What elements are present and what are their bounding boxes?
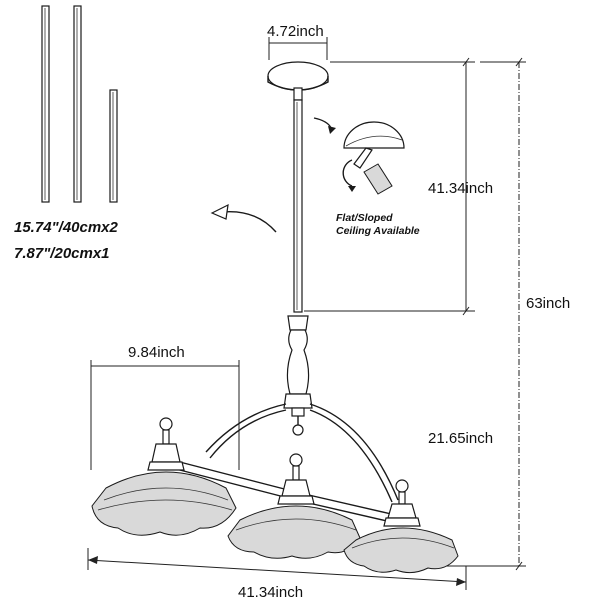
- sloped-ceiling-icon: [313, 117, 405, 195]
- glass-shade-middle: [227, 453, 361, 559]
- rod-length-label: 41.34inch: [428, 180, 493, 197]
- rods-label-line2: 7.87"/20cmx1: [14, 245, 110, 262]
- downrod-long-2: [73, 5, 82, 203]
- fixture-height-label: 21.65inch: [428, 430, 493, 447]
- fixture-width-label: 41.34inch: [238, 584, 303, 600]
- ceiling-note-line2: Ceiling Available: [336, 225, 420, 237]
- downrod-long-1: [41, 5, 50, 203]
- downrods: [41, 5, 118, 203]
- chandelier-arms: [171, 403, 401, 525]
- center-column: [283, 315, 313, 436]
- main-downrod: [293, 99, 303, 313]
- rods-label-line1: 15.74"/40cmx2: [14, 219, 119, 236]
- glass-shade-left: [91, 417, 237, 536]
- curved-arrow-icon: [221, 210, 277, 233]
- canopy-width-label: 4.72inch: [267, 23, 324, 40]
- ceiling-note-line1: Flat/Sloped: [336, 212, 393, 224]
- glass-shade-right: [343, 479, 459, 574]
- downrod-short: [109, 89, 118, 203]
- total-height-label: 63inch: [526, 295, 570, 312]
- shade-width-label: 9.84inch: [128, 344, 185, 361]
